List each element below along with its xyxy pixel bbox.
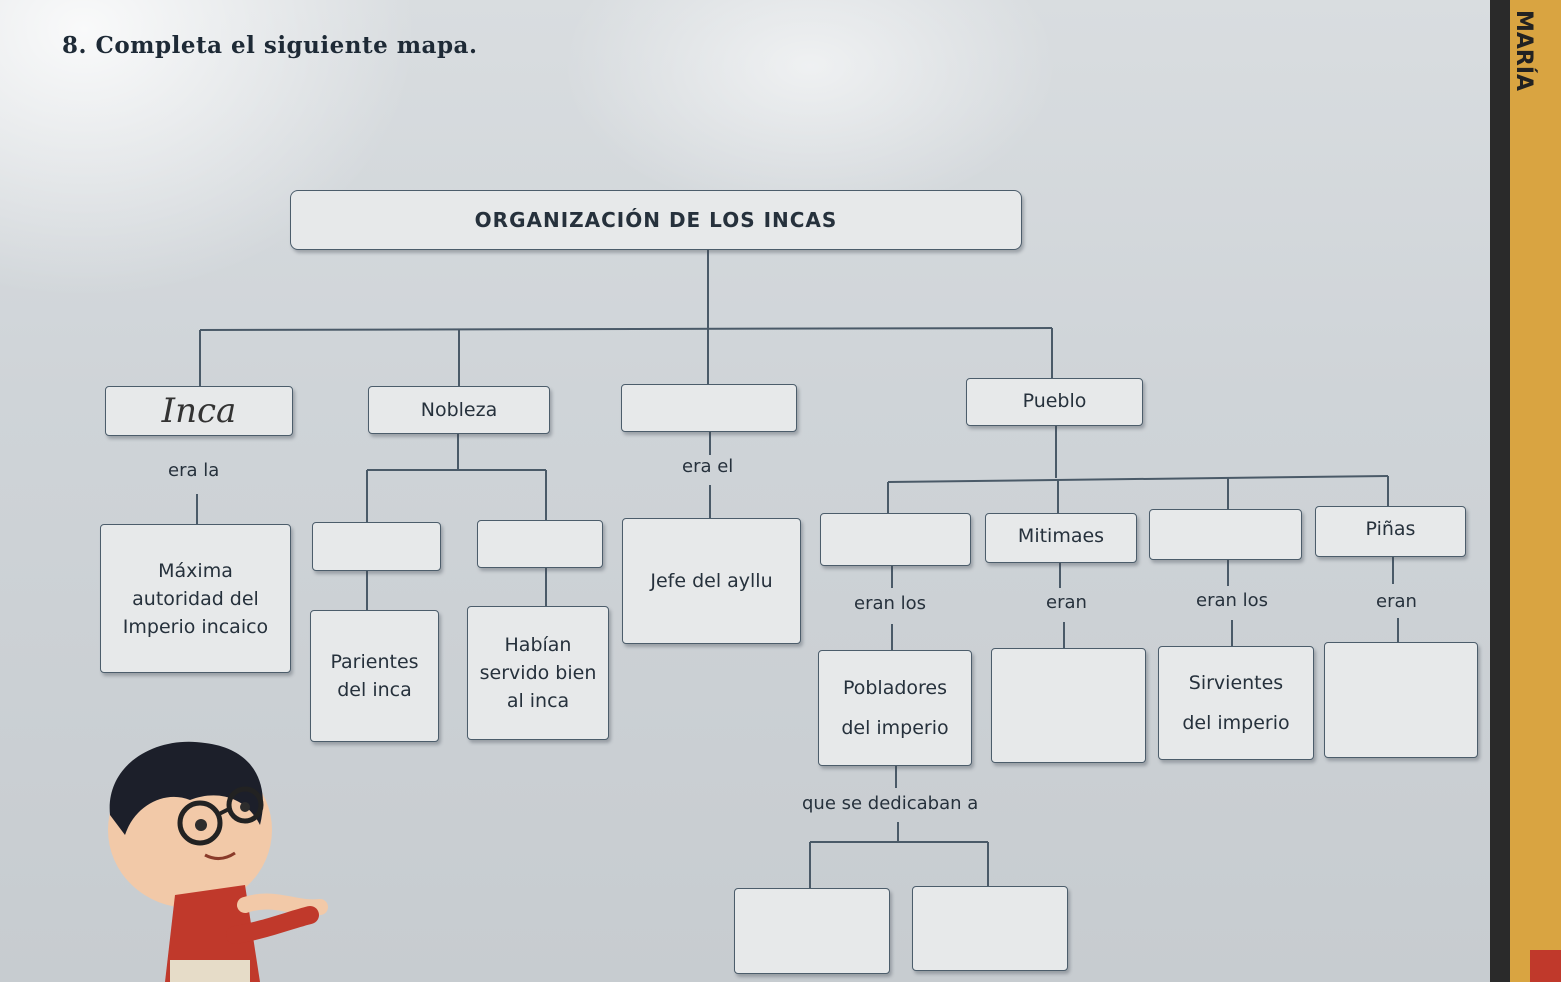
connector-era-el: era el bbox=[682, 456, 734, 477]
connector-eran-los: eran los bbox=[854, 593, 927, 614]
blank-box-dedicacion-1[interactable] bbox=[734, 888, 890, 974]
inca-description: Máxima autoridad del Imperio incaico bbox=[100, 524, 291, 673]
inca-box[interactable]: Inca bbox=[105, 386, 293, 436]
habian-box: Habían servido bien al inca bbox=[467, 606, 609, 740]
blank-box-nobleza-1[interactable] bbox=[312, 522, 441, 571]
handwritten-answer: Inca bbox=[161, 391, 237, 431]
pueblo-box: Pueblo bbox=[966, 378, 1143, 426]
mitimaes-box: Mitimaes bbox=[985, 513, 1137, 563]
jefe-ayllu-box: Jefe del ayllu bbox=[622, 518, 801, 644]
parientes-box: Parientes del inca bbox=[310, 610, 439, 742]
light-glare bbox=[560, 0, 1060, 220]
nobleza-box: Nobleza bbox=[368, 386, 550, 434]
child-illustration bbox=[108, 741, 328, 982]
blank-box-dedicacion-2[interactable] bbox=[912, 886, 1068, 971]
blank-box-pueblo-1[interactable] bbox=[820, 513, 971, 566]
connector-eran: eran bbox=[1046, 592, 1087, 613]
map-title: ORGANIZACIÓN DE LOS INCAS bbox=[290, 190, 1022, 250]
light-glare bbox=[0, 0, 420, 300]
connector-eran: eran bbox=[1376, 591, 1417, 612]
sirvientes-box: Sirvientes del imperio bbox=[1158, 646, 1314, 760]
connector-eran-los: eran los bbox=[1196, 590, 1269, 611]
blank-box-eran[interactable] bbox=[991, 648, 1146, 763]
blank-box-pinas[interactable] bbox=[1324, 642, 1478, 758]
blank-box-pueblo-3[interactable] bbox=[1149, 509, 1302, 560]
connector-era-la: era la bbox=[168, 460, 220, 481]
page-edge-corner bbox=[1530, 950, 1561, 982]
page-edge-tab bbox=[1510, 0, 1561, 982]
pinas-box: Piñas bbox=[1315, 506, 1466, 557]
blank-box-level1[interactable] bbox=[621, 384, 797, 432]
blank-box-nobleza-2[interactable] bbox=[477, 520, 603, 568]
instruction-text: 8. Completa el siguiente mapa. bbox=[62, 32, 478, 59]
pobladores-box: Pobladores del imperio bbox=[818, 650, 972, 766]
connector-que-se-dedicaban: que se dedicaban a bbox=[802, 793, 979, 814]
